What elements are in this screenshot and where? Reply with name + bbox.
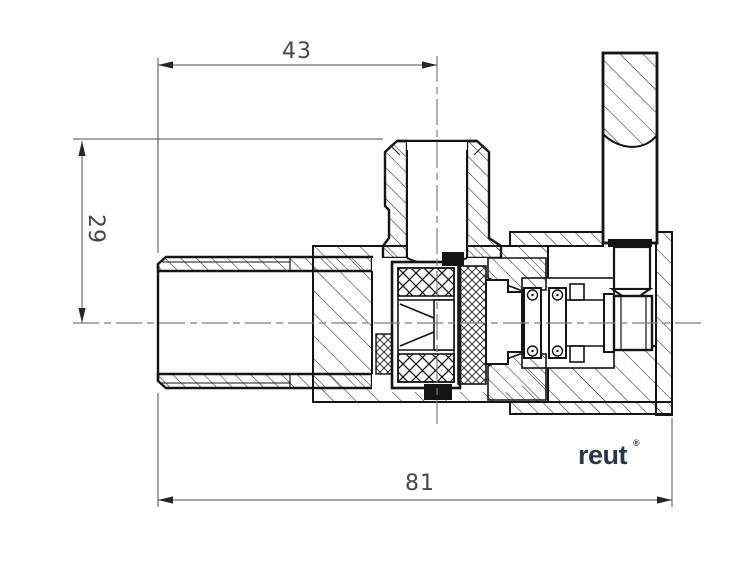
dim-text-43: 43 <box>282 39 312 64</box>
dim-text-81: 81 <box>405 471 435 496</box>
oring-dot-1b <box>531 349 534 353</box>
bonnet-lower <box>487 353 547 401</box>
handle-group <box>601 51 659 245</box>
stem-group <box>603 239 654 353</box>
brand-logo-mark: ® <box>633 438 640 448</box>
arrow-81-right <box>657 496 672 504</box>
handle-break-line <box>602 133 658 148</box>
bracket-bottom-strip <box>509 401 673 415</box>
packing-mesh-block <box>457 265 487 385</box>
brand-logo: reut <box>578 440 628 470</box>
arrow-29-top <box>78 141 86 156</box>
cartridge-seal-top <box>397 267 455 297</box>
stem-collar-black <box>608 239 652 247</box>
cartridge-group <box>375 252 523 400</box>
cartridge-taper <box>399 303 435 347</box>
oring-2b <box>551 345 564 357</box>
oring-1a <box>526 289 539 301</box>
piston <box>485 279 523 365</box>
pipe-top-wall <box>156 255 374 273</box>
boss-left-wall <box>381 139 409 260</box>
cartridge-stem-channel <box>433 299 455 351</box>
oring-seal-bottom <box>424 384 452 400</box>
boss-chamfer-right <box>473 144 485 156</box>
centerlines <box>73 56 703 424</box>
dim-text-29: 29 <box>83 214 108 244</box>
bracket-plate <box>509 231 604 247</box>
arrow-43-right <box>422 61 437 69</box>
oring-1b <box>526 345 539 357</box>
pipe-bottom-wall <box>156 372 374 390</box>
retainer-tab-bottom <box>569 345 585 363</box>
oring-seal-top <box>442 252 464 266</box>
boss-right-wall <box>465 139 503 260</box>
dimension-43 <box>157 58 437 253</box>
arrow-29-bottom <box>78 308 86 323</box>
inlet-pipe-group <box>156 255 374 390</box>
handle-hatch-section <box>603 53 657 147</box>
boss-chamfer-left <box>389 144 401 156</box>
arrow-43-left <box>158 61 173 69</box>
dimension-29 <box>73 138 383 323</box>
oring-dot-2a <box>556 293 559 297</box>
dimension-81 <box>157 393 673 507</box>
stem-box <box>612 245 652 291</box>
oring-dot-2b <box>556 349 559 353</box>
cartridge-seal-bottom <box>397 353 455 383</box>
retainer-tab-top <box>569 283 585 301</box>
oring-dot-1a <box>531 293 534 297</box>
strainer-olive <box>375 333 393 375</box>
arrow-81-left <box>158 496 173 504</box>
oring-2a <box>551 289 564 301</box>
